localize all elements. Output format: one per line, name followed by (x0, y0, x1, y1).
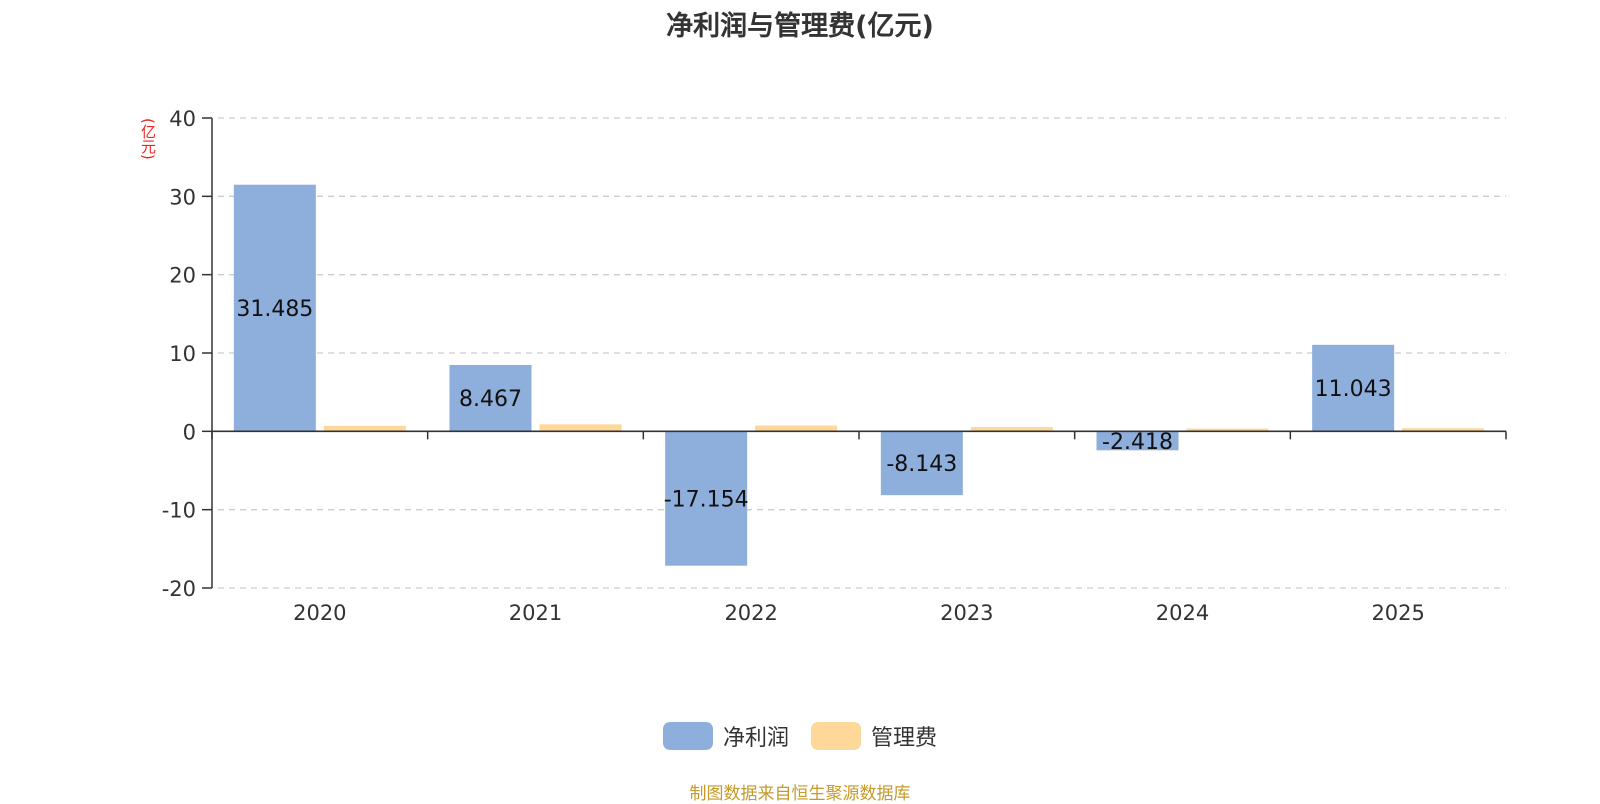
data-label-2023: -8.143 (886, 452, 957, 477)
y-tick-label: 30 (169, 185, 196, 209)
y-tick-label: 0 (183, 420, 196, 444)
y-tick-label: 40 (169, 107, 196, 131)
legend-item-admin-expense[interactable]: 管理费 (811, 720, 937, 752)
x-tick-label: 2024 (1156, 601, 1209, 625)
y-tick-label: -20 (162, 577, 196, 601)
bar-admin-expense-2020 (323, 425, 406, 432)
bar-net-profit-2023 (880, 431, 963, 496)
bar-admin-expense-2023 (970, 427, 1053, 432)
bar-admin-expense-2022 (755, 425, 838, 432)
bar-net-profit-2024 (1096, 431, 1179, 451)
y-axis-label: (亿元) (139, 118, 157, 160)
data-label-2020: 31.485 (236, 297, 313, 322)
data-label-2025: 11.043 (1315, 377, 1392, 402)
bar-admin-expense-2024 (1186, 428, 1269, 432)
data-label-2022: -17.154 (664, 488, 749, 513)
y-tick-label: 10 (169, 342, 196, 366)
data-label-2021: 8.467 (459, 387, 522, 412)
bar-net-profit-2025 (1312, 344, 1395, 432)
x-tick-label: 2023 (940, 601, 993, 625)
bar-admin-expense-2025 (1402, 428, 1485, 432)
x-tick-label: 2021 (509, 601, 562, 625)
y-tick-label: 20 (169, 264, 196, 288)
x-tick-label: 2022 (724, 601, 777, 625)
legend-swatch-net-profit (662, 722, 713, 750)
chart-title: 净利润与管理费(亿元) (666, 11, 934, 42)
bar-admin-expense-2021 (539, 424, 622, 432)
source-note: 制图数据来自恒生聚源数据库 (689, 784, 911, 804)
x-tick-label: 2020 (293, 601, 346, 625)
data-label-2024: -2.418 (1102, 430, 1173, 455)
legend-swatch-admin-expense (811, 722, 861, 750)
legend-label-admin-expense: 管理费 (871, 726, 938, 751)
bar-net-profit-2022 (665, 431, 748, 566)
legend-item-net-profit[interactable]: 净利润 (662, 720, 789, 752)
x-tick-label: 2025 (1371, 601, 1424, 625)
y-tick-label: -10 (162, 499, 196, 523)
legend: 净利润 管理费 (0, 720, 1600, 752)
bar-net-profit-2020 (233, 184, 316, 432)
bar-net-profit-2021 (449, 365, 532, 432)
legend-label-net-profit: 净利润 (722, 726, 789, 751)
